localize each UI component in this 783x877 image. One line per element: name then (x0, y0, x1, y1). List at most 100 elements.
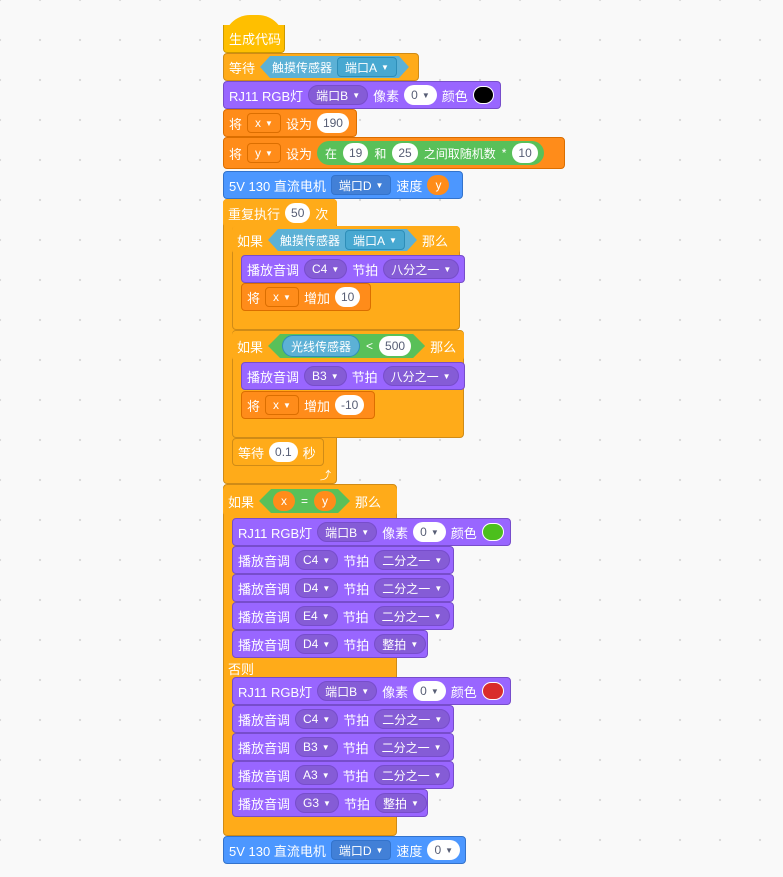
beat-dropdown[interactable]: 整拍▼ (374, 634, 427, 654)
variable-reporter-y[interactable]: y (314, 491, 336, 511)
color-swatch[interactable] (472, 86, 494, 104)
note-dropdown[interactable]: D4▼ (295, 634, 339, 654)
play-tone-block[interactable]: 播放音调 B3▼ 节拍 二分之一▼ (232, 733, 454, 761)
value-input[interactable]: 190 (316, 113, 349, 133)
random-and-label: 和 (374, 146, 387, 161)
random-to-input[interactable]: 25 (392, 143, 418, 163)
beat-dropdown[interactable]: 八分之一▼ (383, 259, 460, 279)
note-dropdown[interactable]: B3▼ (295, 737, 338, 757)
beat-dropdown[interactable]: 二分之一▼ (373, 737, 450, 757)
port-dropdown[interactable]: 端口D▼ (330, 840, 392, 860)
note-dropdown[interactable]: C4▼ (295, 709, 339, 729)
pixel-dropdown[interactable]: 0▼ (404, 85, 437, 105)
set-variable-block[interactable]: 将 x▼ 设为 190 (223, 109, 357, 137)
change-value-input[interactable]: 10 (334, 287, 361, 307)
repeat-count-input[interactable]: 50 (285, 203, 311, 223)
color-swatch[interactable] (481, 523, 504, 541)
beat-dropdown[interactable]: 二分之一▼ (374, 578, 451, 598)
beat-dropdown[interactable]: 整拍▼ (374, 793, 427, 813)
play-tone-block[interactable]: 播放音调 B3▼ 节拍 八分之一▼ (241, 362, 465, 390)
port-dropdown[interactable]: 端口B▼ (317, 681, 378, 701)
random-prefix-label: 在 (324, 146, 337, 161)
speed-dropdown[interactable]: 0▼ (427, 840, 461, 860)
dc-motor-block[interactable]: 5V 130 直流电机 端口D▼ 速度 0▼ (223, 836, 466, 864)
change-variable-block[interactable]: 将 x▼ 增加 -10 (241, 391, 375, 419)
variable-dropdown[interactable]: x▼ (265, 395, 299, 415)
chevron-down-icon: ▼ (433, 742, 442, 752)
play-tone-block[interactable]: 播放音调 E4▼ 节拍 二分之一▼ (232, 602, 454, 630)
pixel-label: 像素 (373, 88, 400, 104)
change-variable-block[interactable]: 将 x▼ 增加 10 (241, 283, 371, 311)
less-than-operator[interactable]: 光线传感器 < 500 (268, 334, 425, 358)
pixel-dropdown[interactable]: 0▼ (413, 681, 446, 701)
play-tone-block[interactable]: 播放音调 A3▼ 节拍 二分之一▼ (232, 761, 454, 789)
wait-seconds-input[interactable]: 0.1 (269, 442, 298, 462)
touch-sensor-reporter[interactable]: 触摸传感器 端口A▼ (260, 56, 409, 78)
set-variable-block[interactable]: 将 y▼ 设为 在 19 和 25 之间取随机数 * 10 (223, 137, 565, 169)
pixel-dropdown[interactable]: 0▼ (413, 522, 446, 542)
then-label: 那么 (430, 339, 457, 355)
note-dropdown[interactable]: B3▼ (304, 366, 347, 386)
if-block[interactable]: 如果 光线传感器 < 500 那么 (232, 331, 464, 361)
hat-label: 生成代码 (229, 32, 282, 47)
multiplier-input[interactable]: 10 (512, 143, 538, 163)
rgb-led-block[interactable]: RJ11 RGB灯 端口B▼ 像素 0▼ 颜色 (232, 518, 511, 546)
play-tone-label: 播放音调 (238, 712, 291, 728)
equals-operator[interactable]: x = y (259, 489, 350, 513)
wait-until-block[interactable]: 等待 触摸传感器 端口A▼ (223, 53, 419, 81)
note-dropdown[interactable]: A3▼ (295, 765, 338, 785)
beat-dropdown[interactable]: 二分之一▼ (374, 709, 451, 729)
play-tone-label: 播放音调 (238, 553, 291, 569)
beat-label: 节拍 (342, 768, 369, 784)
play-tone-label: 播放音调 (238, 768, 291, 784)
multiply-operator[interactable]: 在 19 和 25 之间取随机数 * 10 (316, 141, 544, 165)
play-tone-label: 播放音调 (238, 740, 291, 756)
dc-motor-block[interactable]: 5V 130 直流电机 端口D▼ 速度 y (223, 171, 463, 199)
port-dropdown[interactable]: 端口D▼ (330, 175, 392, 195)
port-dropdown[interactable]: 端口A▼ (337, 57, 397, 77)
if-block[interactable]: 如果 触摸传感器 端口A▼ 那么 (232, 226, 460, 254)
variable-dropdown[interactable]: y▼ (247, 143, 281, 163)
chevron-down-icon: ▼ (430, 527, 439, 537)
chevron-down-icon: ▼ (410, 798, 419, 808)
variable-reporter-y[interactable]: y (427, 175, 450, 195)
variable-reporter-x[interactable]: x (273, 491, 295, 511)
beat-dropdown[interactable]: 二分之一▼ (374, 550, 451, 570)
beat-dropdown[interactable]: 二分之一▼ (373, 765, 450, 785)
color-swatch[interactable] (481, 682, 504, 700)
compare-value-input[interactable]: 500 (379, 336, 411, 356)
play-tone-block[interactable]: 播放音调 D4▼ 节拍 整拍▼ (232, 630, 428, 658)
beat-dropdown[interactable]: 二分之一▼ (373, 606, 450, 626)
random-from-input[interactable]: 19 (342, 143, 369, 163)
note-dropdown[interactable]: C4▼ (295, 550, 339, 570)
rgb-led-block[interactable]: RJ11 RGB灯 端口B▼ 像素 0▼ 颜色 (223, 81, 501, 109)
play-tone-block[interactable]: 播放音调 D4▼ 节拍 二分之一▼ (232, 574, 454, 602)
play-tone-block[interactable]: 播放音调 G3▼ 节拍 整拍▼ (232, 789, 428, 817)
chevron-down-icon: ▼ (445, 845, 454, 855)
port-dropdown[interactable]: 端口B▼ (308, 85, 369, 105)
play-tone-block[interactable]: 播放音调 C4▼ 节拍 八分之一▼ (241, 255, 465, 283)
repeat-block[interactable]: 重复执行 50 次 (223, 199, 337, 227)
chevron-down-icon: ▼ (442, 371, 451, 381)
variable-dropdown[interactable]: x▼ (265, 287, 299, 307)
change-label: 将 (247, 398, 261, 414)
variable-dropdown[interactable]: x▼ (247, 113, 281, 133)
change-value-input[interactable]: -10 (334, 395, 365, 415)
note-dropdown[interactable]: E4▼ (295, 606, 338, 626)
play-tone-block[interactable]: 播放音调 C4▼ 节拍 二分之一▼ (232, 705, 454, 733)
beat-dropdown[interactable]: 八分之一▼ (382, 366, 459, 386)
play-tone-block[interactable]: 播放音调 C4▼ 节拍 二分之一▼ (232, 546, 454, 574)
rgb-led-block[interactable]: RJ11 RGB灯 端口B▼ 像素 0▼ 颜色 (232, 677, 511, 705)
touch-sensor-reporter[interactable]: 触摸传感器 端口A▼ (268, 229, 417, 251)
wait-seconds-block[interactable]: 等待 0.1 秒 (232, 438, 324, 466)
if-else-block[interactable]: 如果 x = y 那么 (223, 486, 397, 516)
note-dropdown[interactable]: G3▼ (295, 793, 339, 813)
note-dropdown[interactable]: D4▼ (295, 578, 339, 598)
light-sensor-reporter[interactable]: 光线传感器 (282, 335, 360, 357)
when-generate-code-hat[interactable]: 生成代码 (223, 25, 285, 53)
chevron-down-icon: ▼ (430, 686, 439, 696)
chevron-down-icon: ▼ (283, 400, 291, 410)
port-dropdown[interactable]: 端口B▼ (317, 522, 378, 542)
note-dropdown[interactable]: C4▼ (304, 259, 348, 279)
port-dropdown[interactable]: 端口A▼ (345, 230, 405, 250)
